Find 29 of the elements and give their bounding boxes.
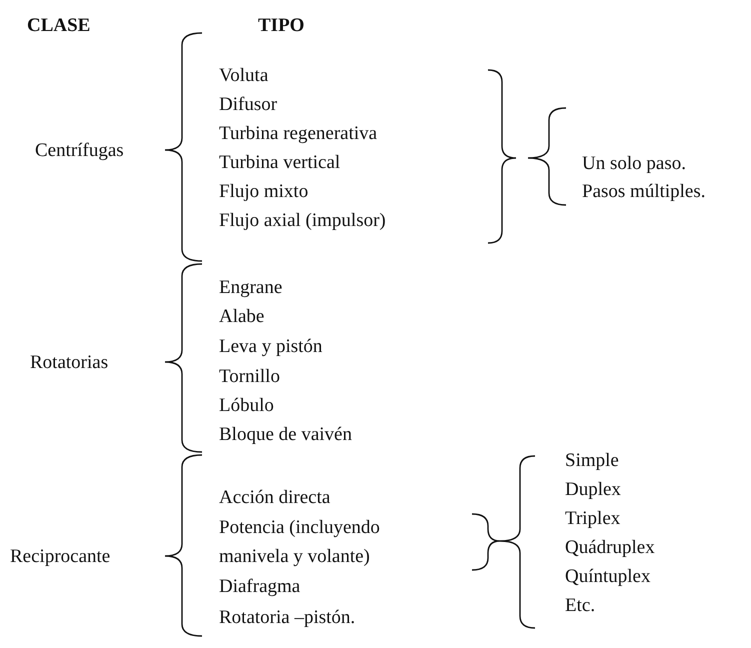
type-label: Turbina vertical — [219, 150, 340, 174]
type-label: Potencia (incluyendo manivela y volante) — [219, 516, 381, 569]
option-label: Etc. — [565, 594, 596, 618]
type-label: Alabe — [219, 304, 264, 328]
option-label: Simple — [565, 448, 619, 472]
type-label: Flujo axial (impulsor) — [219, 208, 386, 232]
type-label: Turbina regenerativa — [219, 122, 378, 146]
type-label: Engrane — [219, 276, 282, 300]
type-label: Diafragma — [219, 574, 300, 598]
type-label: Difusor — [219, 92, 278, 116]
type-label: Flujo mixto — [219, 180, 308, 204]
type-label: Rotatoria –pistón. — [219, 606, 356, 630]
type-label: Acción directa — [219, 486, 330, 510]
option-label: Pasos múltiples. — [582, 180, 706, 204]
class-label: Rotatorias — [30, 350, 108, 374]
type-label: Bloque de vaivén — [219, 422, 352, 446]
option-label: Un solo paso. — [582, 152, 686, 176]
type-label: Leva y pistón — [219, 334, 322, 358]
option-label: Triplex — [565, 506, 620, 530]
option-label: Quíntuplex — [565, 564, 650, 588]
class-label: Reciprocante — [10, 544, 110, 568]
type-label: Tornillo — [219, 364, 280, 388]
option-label: Quádruplex — [565, 536, 655, 560]
option-label: Duplex — [565, 478, 621, 502]
type-label: Lóbulo — [219, 394, 274, 418]
class-label: Centrífugas — [35, 138, 124, 162]
type-label: Voluta — [219, 64, 268, 88]
column-heading: CLASE — [27, 14, 90, 38]
column-heading: TIPO — [258, 14, 304, 38]
